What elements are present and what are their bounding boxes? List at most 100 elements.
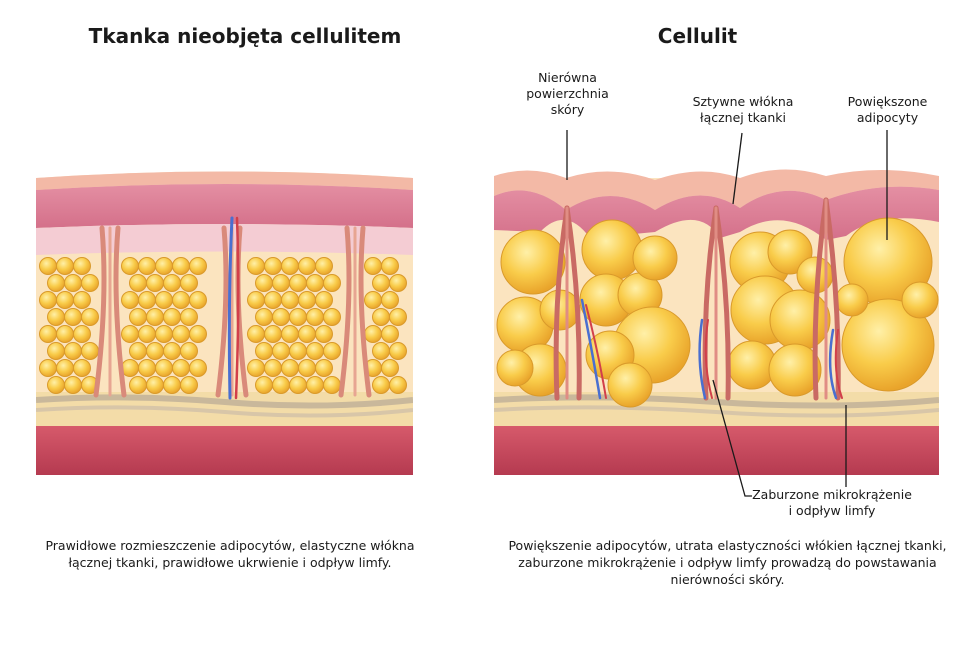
adipocyte	[299, 292, 316, 309]
enlarged-adipocyte	[633, 236, 677, 280]
adipocyte	[164, 275, 181, 292]
adipocyte	[290, 377, 307, 394]
adipocyte	[190, 326, 207, 343]
adipocyte	[173, 326, 190, 343]
adipocyte	[324, 343, 341, 360]
adipocyte	[273, 309, 290, 326]
adipocyte	[139, 292, 156, 309]
adipocyte	[190, 292, 207, 309]
adipocyte	[65, 309, 82, 326]
adipocyte	[273, 377, 290, 394]
adipocyte	[282, 360, 299, 377]
adipocyte	[48, 343, 65, 360]
adipocyte	[57, 258, 74, 275]
adipocyte	[164, 343, 181, 360]
adipocyte	[156, 360, 173, 377]
adipocyte	[147, 275, 164, 292]
adipocyte	[147, 377, 164, 394]
adipocyte	[164, 309, 181, 326]
adipocyte	[365, 258, 382, 275]
adipocyte	[290, 343, 307, 360]
adipocyte	[324, 309, 341, 326]
adipocyte	[265, 292, 282, 309]
adipocyte	[65, 343, 82, 360]
adipocyte	[173, 258, 190, 275]
adipocyte	[265, 360, 282, 377]
adipocyte	[373, 343, 390, 360]
adipocyte	[74, 292, 91, 309]
adipocyte	[57, 360, 74, 377]
adipocyte	[256, 343, 273, 360]
adipocyte	[373, 275, 390, 292]
adipocyte	[390, 275, 407, 292]
enlarged-adipocyte	[582, 220, 642, 280]
adipocyte	[382, 292, 399, 309]
adipocyte	[181, 275, 198, 292]
adipocyte	[181, 343, 198, 360]
adipocyte	[122, 326, 139, 343]
adipocyte	[122, 258, 139, 275]
adipocyte	[256, 275, 273, 292]
adipocyte	[65, 377, 82, 394]
adipocyte	[282, 292, 299, 309]
left-panel-caption: Prawidłowe rozmieszczenie adipocytów, el…	[40, 537, 420, 571]
adipocyte	[190, 258, 207, 275]
adipocyte	[156, 292, 173, 309]
dermis-layer	[36, 184, 413, 228]
adipocyte	[273, 343, 290, 360]
adipocyte	[181, 309, 198, 326]
adipocyte	[324, 377, 341, 394]
cellulite-tissue-diagram	[494, 150, 939, 475]
adipocyte	[82, 275, 99, 292]
adipocyte	[48, 377, 65, 394]
adipocyte	[365, 326, 382, 343]
adipocyte	[273, 275, 290, 292]
healthy-tissue-diagram	[36, 150, 413, 475]
adipocyte	[248, 292, 265, 309]
adipocyte	[130, 343, 147, 360]
enlarged-adipocyte	[501, 230, 565, 294]
label-enlarged-adipocytes: Powiększone adipocyty	[835, 94, 940, 126]
adipocyte	[156, 258, 173, 275]
adipocyte	[130, 377, 147, 394]
adipocyte	[139, 360, 156, 377]
enlarged-adipocyte	[902, 282, 938, 318]
adipocyte	[256, 309, 273, 326]
adipocyte	[122, 360, 139, 377]
adipocyte	[382, 258, 399, 275]
adipocyte	[307, 275, 324, 292]
adipocyte	[48, 309, 65, 326]
adipocyte	[282, 258, 299, 275]
adipocyte	[248, 326, 265, 343]
adipocyte	[265, 258, 282, 275]
adipocyte	[40, 360, 57, 377]
adipocyte	[57, 292, 74, 309]
adipocyte	[256, 377, 273, 394]
enlarged-adipocyte	[608, 363, 652, 407]
label-rigid-fibers: Sztywne włókna łącznej tkanki	[683, 94, 803, 126]
adipocyte	[248, 360, 265, 377]
adipocyte	[74, 360, 91, 377]
adipocyte	[299, 258, 316, 275]
adipocyte	[316, 258, 333, 275]
adipocyte	[130, 275, 147, 292]
adipocyte	[74, 326, 91, 343]
adipocyte	[316, 326, 333, 343]
adipocyte	[181, 377, 198, 394]
adipocyte	[40, 258, 57, 275]
adipocyte	[307, 343, 324, 360]
adipocyte	[324, 275, 341, 292]
adipocyte	[190, 360, 207, 377]
adipocyte	[382, 360, 399, 377]
adipocyte	[307, 309, 324, 326]
adipocyte	[299, 326, 316, 343]
enlarged-adipocyte	[770, 290, 830, 350]
adipocyte	[57, 326, 74, 343]
adipocyte	[173, 360, 190, 377]
adipocyte	[82, 309, 99, 326]
adipocyte	[390, 377, 407, 394]
adipocyte	[48, 275, 65, 292]
adipocyte	[147, 309, 164, 326]
adipocyte	[316, 292, 333, 309]
adipocyte	[156, 326, 173, 343]
